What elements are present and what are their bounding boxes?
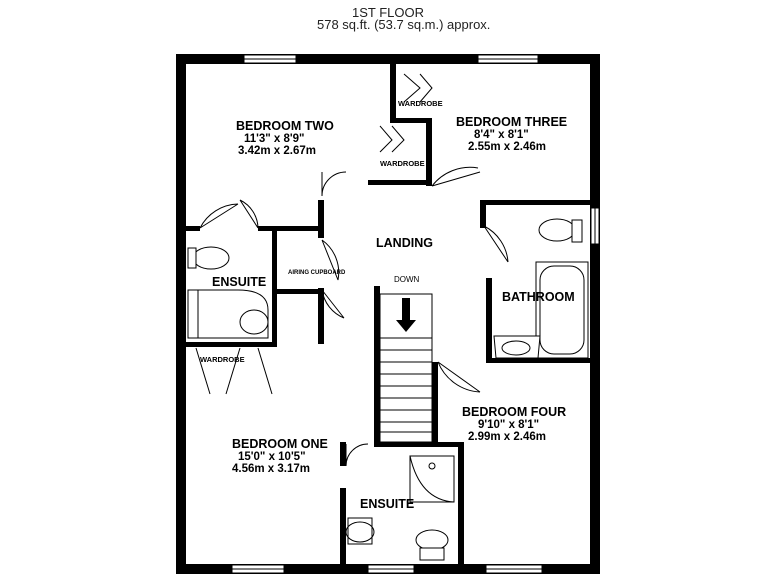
- right-wall: [590, 54, 600, 574]
- wall-airing-left: [272, 226, 277, 294]
- floor-area: 578 sq.ft. (53.7 sq.m.) approx.: [317, 17, 491, 32]
- toilet-icon: [192, 246, 230, 270]
- bedroom-two-name: BEDROOM TWO: [236, 119, 334, 133]
- wall-stairs-left: [374, 286, 380, 446]
- bedroom-two-dim-imperial: 11'3" x 8'9": [244, 133, 305, 145]
- wardrobe-doors-mid: [379, 125, 405, 153]
- wall-bed3-left: [426, 118, 432, 186]
- windows: [231, 54, 600, 574]
- wall-ensuite-right: [272, 294, 277, 347]
- stairs-down-label: DOWN: [394, 275, 420, 284]
- door-landing-left: [321, 289, 345, 319]
- wall-ensuite-bottom: [186, 342, 276, 347]
- door-ensuite-top: [199, 203, 239, 229]
- wall-wardrobe2-bottom: [368, 180, 432, 185]
- wall-ensuite2-right: [458, 442, 464, 564]
- interior-walls: [186, 64, 590, 564]
- wall-bathroom-top: [480, 200, 590, 205]
- airing-cupboard-label: AIRING CUPBOARD: [288, 270, 346, 276]
- stairs-down-arrow-icon: [396, 298, 416, 332]
- wall-bed2-bottom: [258, 226, 320, 231]
- bedroom-three-dim-metric: 2.55m x 2.46m: [468, 141, 546, 153]
- door-ensuite-bottom: [345, 443, 369, 467]
- top-wall: [176, 54, 600, 64]
- door-airing-cupboard: [321, 239, 340, 281]
- wardrobe-left-label: WARDROBE: [200, 355, 245, 364]
- room-labels: BEDROOM TWO 11'3" x 8'9" 3.42m x 2.67m B…: [200, 99, 575, 511]
- bedroom-one-dim-imperial: 15'0" x 10'5": [238, 451, 306, 463]
- bedroom-three-name: BEDROOM THREE: [456, 115, 567, 129]
- wall-ensuite-top-stub: [186, 226, 200, 231]
- wall-airing-right-upper: [318, 200, 324, 238]
- bedroom-four-dim-imperial: 9'10" x 8'1": [478, 419, 539, 431]
- ensuite-bottom-name: ENSUITE: [360, 497, 414, 511]
- wall-ensuite2-left-upper: [340, 442, 346, 466]
- bedroom-one-name: BEDROOM ONE: [232, 437, 328, 451]
- bedroom-four-dim-metric: 2.99m x 2.46m: [468, 431, 546, 443]
- wall-wardrobe-bottom: [390, 118, 430, 123]
- bedroom-one-dim-metric: 4.56m x 3.17m: [232, 463, 310, 475]
- wall-stairs-bottom: [374, 442, 464, 447]
- door-bedroom-two: [321, 171, 347, 197]
- door-bedroom-four: [437, 361, 481, 393]
- toilet-bottom-icon: [415, 529, 449, 551]
- door-bathroom: [483, 225, 509, 263]
- doors: [195, 73, 509, 467]
- wall-ensuite2-left-lower: [340, 488, 346, 564]
- left-wall: [176, 54, 186, 574]
- bedroom-four-name: BEDROOM FOUR: [462, 405, 566, 419]
- wall-bathroom-bottom: [486, 358, 590, 363]
- wardrobe-top-label: WARDROBE: [398, 99, 443, 108]
- wardrobe-doors-top: [403, 73, 433, 103]
- wall-airing-bottom: [272, 289, 322, 294]
- fixtures: [187, 218, 589, 561]
- wall-bathroom-left-lower: [486, 278, 492, 363]
- door-ensuite-top-b: [239, 199, 259, 229]
- wardrobe-mid-label: WARDROBE: [380, 159, 425, 168]
- bathroom-name: BATHROOM: [502, 290, 575, 304]
- door-bedroom-three: [431, 166, 481, 187]
- bedroom-three-dim-imperial: 8'4" x 8'1": [474, 129, 529, 141]
- basin-icon: [239, 309, 269, 335]
- floor-title: 1ST FLOOR: [352, 5, 425, 20]
- wall-stairs-right: [432, 362, 438, 446]
- landing-name: LANDING: [376, 236, 433, 250]
- toilet-bathroom-icon: [538, 218, 576, 242]
- wall-bathroom-left-upper: [480, 200, 486, 228]
- bedroom-two-dim-metric: 3.42m x 2.67m: [238, 145, 316, 157]
- wall-wardrobe-left: [390, 64, 396, 122]
- ensuite-top-name: ENSUITE: [212, 275, 266, 289]
- stairs: [379, 293, 433, 443]
- wall-landing-left: [318, 288, 324, 344]
- wardrobe-doors-left: [195, 347, 273, 395]
- basin-bottom-icon: [345, 521, 375, 543]
